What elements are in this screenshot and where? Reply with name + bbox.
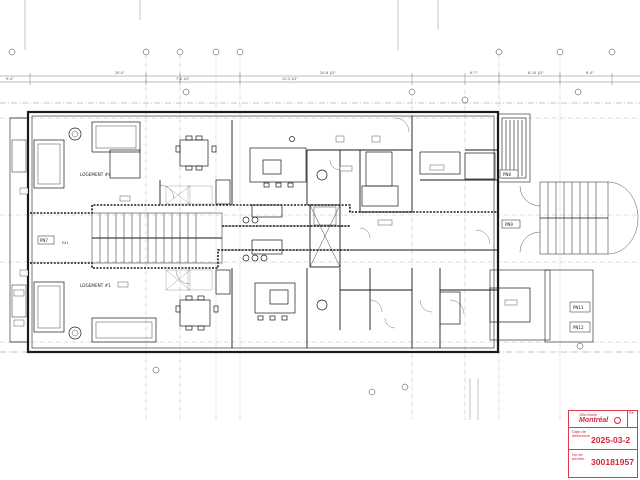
dimension-8: 6'-4" [586,71,594,75]
panel-tag-pn11: PN11 [573,305,584,310]
stamp-date-value: 2025-03-2 [591,435,631,445]
site-lines [0,0,640,420]
dimension-2: 20'-0" [115,71,125,75]
grid-bubbles [8,48,616,396]
dimension-3: 7'-6 1/2" [176,77,190,81]
stamp-city: Ville-Marie [579,413,597,417]
stamp-date-label: Date de délivrance : [572,429,591,443]
montreal-logo-icon [614,417,621,424]
furniture-bottom-unit [33,239,531,343]
closet-hatch [165,185,213,291]
panel-tag-pn7: PN7 [40,238,48,243]
tag-marks [13,135,518,327]
central-stairs [91,212,350,264]
stamp-permit-label: No de permis : [572,452,587,462]
unit-label-bottom: LOGEMENT #1 [80,283,111,288]
exterior-walls [9,110,500,354]
panel-tag-pn8: PN8 [503,172,511,177]
exterior-stairs [519,181,639,255]
dimension-1: 9'-4" [6,77,14,81]
stamp-brand: Montréal [579,417,609,424]
panel-tag-pn9: PN9 [505,222,513,227]
exit-label: EX1 [62,241,69,245]
permit-stamp: Ville-Marie Montréal Ré Date de délivran… [568,410,638,478]
grid-lines [0,55,640,420]
fire-separation-line [30,204,498,269]
stamp-revision-label: Ré [627,411,639,427]
dimension-7: 6'-10 1/2" [528,71,544,75]
dimension-lines [0,73,640,85]
dimension-5: 20'-6 1/2" [320,71,336,75]
dimension-6: 6'-7" [470,71,478,75]
stamp-permit-value: 300181957 [591,457,635,467]
furniture-top-unit [33,121,496,224]
unit-label-top: LOGEMENT #4 [80,172,111,177]
panel-tags [37,169,591,333]
panel-tag-pn12: PN12 [573,325,584,330]
interior-walls [159,116,498,348]
dimension-4: 11'-5 1/2" [282,77,298,81]
door-swings [159,117,491,329]
